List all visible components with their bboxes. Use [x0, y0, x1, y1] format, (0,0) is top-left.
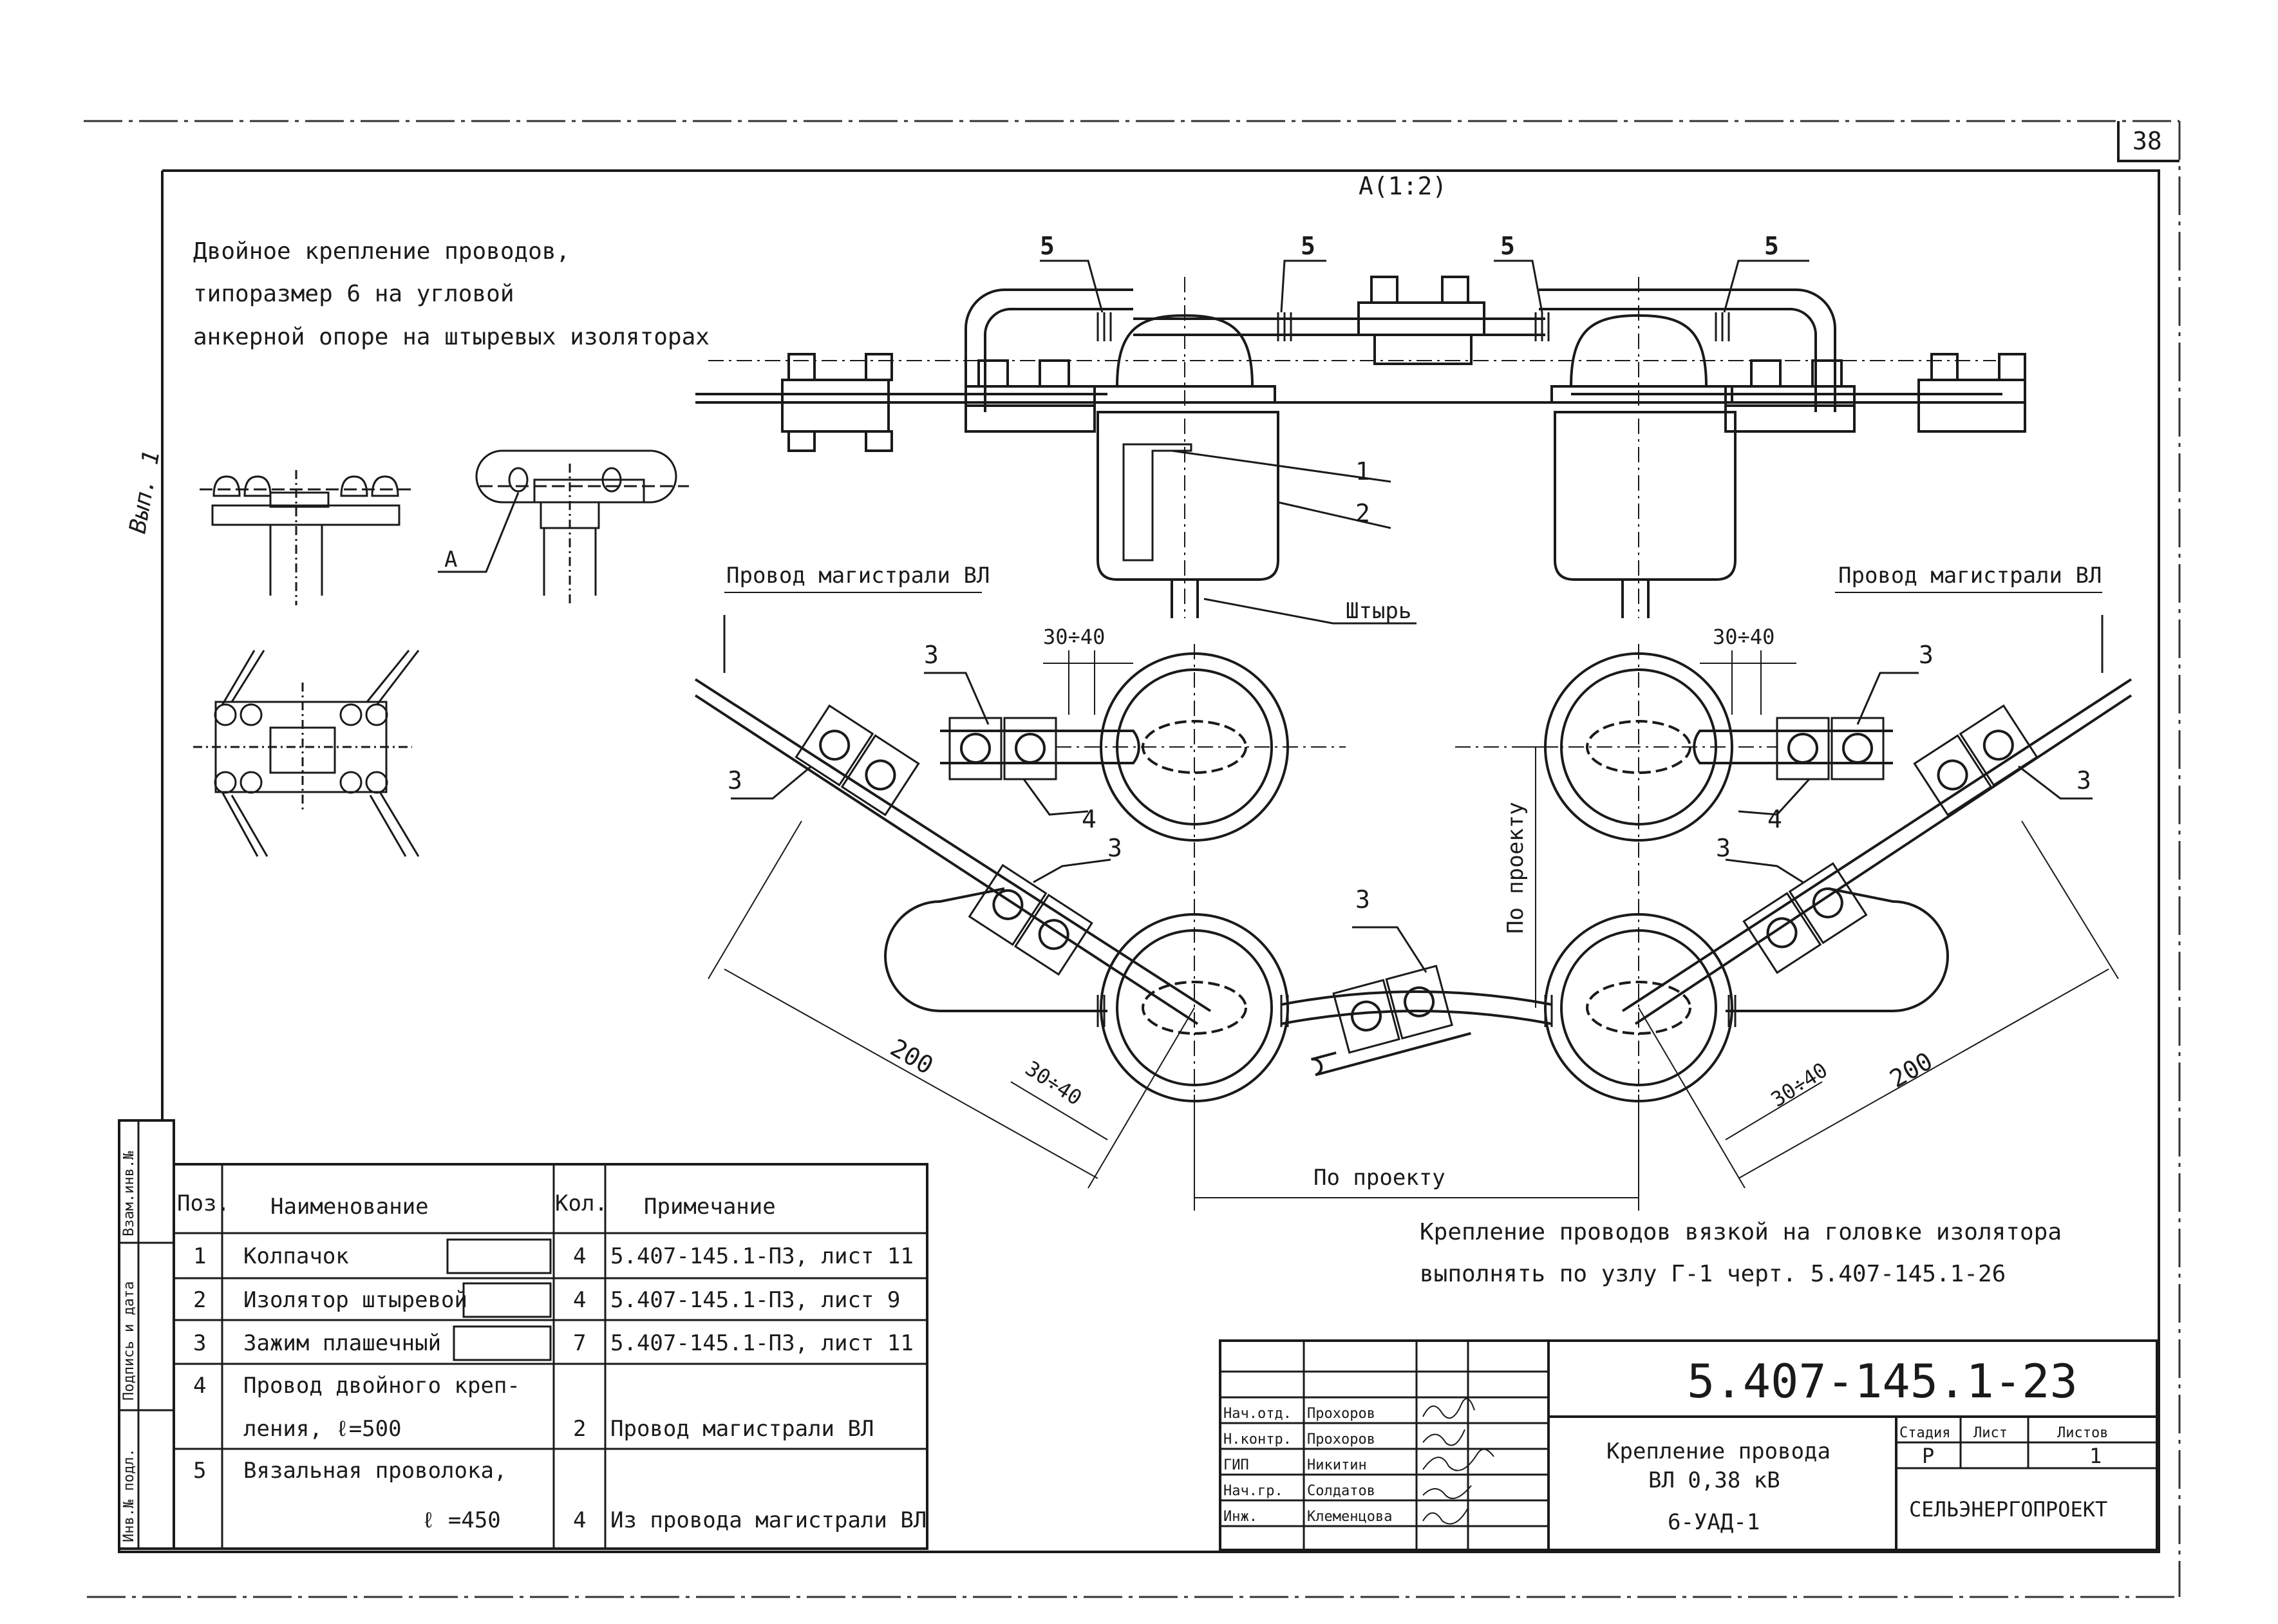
row-3-note: 5.407-145.1-ПЗ, лист 11 — [610, 1330, 914, 1356]
title-note-line-2: типоразмер 6 на угловой — [193, 281, 514, 307]
col-header-name: Наименование — [270, 1194, 429, 1220]
dim-length-right: 200 — [1885, 1046, 1937, 1093]
callout-3-b: 3 — [728, 766, 742, 795]
role-3: ГИП — [1223, 1457, 1249, 1473]
row-5-qty: 4 — [573, 1507, 586, 1533]
dim-length-left: 200 — [886, 1034, 938, 1080]
name-2: Прохоров — [1307, 1431, 1375, 1448]
name-1: Прохоров — [1307, 1406, 1375, 1422]
dim-gap-upper-right: 30÷40 — [1713, 625, 1774, 649]
callout-a: А — [444, 547, 457, 572]
wire-label-left: Провод магистрали ВЛ — [726, 563, 990, 589]
row-5-note: Из провода магистрали ВЛ — [610, 1507, 927, 1533]
row-4-qty: 2 — [573, 1416, 586, 1442]
row-2-qty: 4 — [573, 1287, 586, 1313]
col-header-pos: Поз. — [177, 1191, 230, 1216]
view-title: А(1:2) — [1359, 172, 1447, 200]
bottom-note-line-2: выполнять по узлу Г-1 черт. 5.407-145.1-… — [1420, 1261, 2006, 1287]
callout-3-c: 3 — [1107, 834, 1122, 862]
title-line-2: ВЛ 0,38 кВ — [1648, 1468, 1780, 1493]
title-block — [1219, 1339, 2158, 1551]
row-1-qty: 4 — [573, 1243, 586, 1269]
title-note-line-3: анкерной опоре на штыревых изоляторах — [193, 324, 710, 350]
sheet-header: Лист — [1973, 1425, 2008, 1441]
callout-3-f: 3 — [2076, 766, 2091, 795]
role-2: Н.контр. — [1223, 1431, 1292, 1448]
org-name: СЕЛЬЭНЕРГОПРОЕКТ — [1909, 1497, 2107, 1522]
col-header-qty: Кол. — [555, 1191, 608, 1216]
row-3-name: Зажим плашечный — [243, 1330, 441, 1356]
main-plan — [694, 592, 2132, 1211]
sheets-header: Листов — [2057, 1425, 2108, 1441]
row-4-name-line-1: Провод двойного креп- — [243, 1373, 520, 1399]
name-4: Солдатов — [1307, 1483, 1375, 1499]
dim-gap-lower-right: 30÷40 — [1767, 1057, 1832, 1111]
row-3-pos: 3 — [193, 1330, 206, 1356]
sheets-value: 1 — [2089, 1444, 2102, 1468]
role-4: Нач.гр. — [1223, 1483, 1283, 1499]
row-4-name-line-2: ления, ℓ=500 — [243, 1416, 402, 1442]
role-1: Нач.отд. — [1223, 1406, 1292, 1422]
row-4-note: Провод магистрали ВЛ — [610, 1416, 874, 1442]
title-note: Двойное крепление проводов, типоразмер 6… — [193, 238, 710, 350]
callout-3-a: 3 — [924, 641, 939, 669]
callout-4-a: 4 — [1082, 805, 1097, 833]
trim-lines — [84, 120, 2181, 1598]
callout-5-b: 5 — [1301, 232, 1315, 260]
callout-pin: Штырь — [1346, 598, 1411, 624]
row-1-name: Колпачок — [243, 1243, 349, 1269]
side-label: Вып. 1 — [124, 448, 165, 535]
callout-3-d: 3 — [1355, 885, 1370, 914]
side-stamp-3: Взам.инв.№ — [121, 1151, 137, 1236]
dim-gap-upper-left: 30÷40 — [1043, 625, 1105, 649]
row-4-pos: 4 — [193, 1373, 206, 1399]
dim-gap-lower-left: 30÷40 — [1021, 1056, 1086, 1110]
callout-5-a: 5 — [1040, 232, 1055, 260]
wire-label-right: Провод магистрали ВЛ — [1838, 563, 2102, 589]
row-5-name-line-2: ℓ =450 — [422, 1507, 501, 1533]
title-line-1: Крепление провода — [1606, 1439, 1831, 1464]
row-2-name: Изолятор штыревой — [243, 1287, 467, 1313]
name-3: Никитин — [1307, 1457, 1367, 1473]
row-1-pos: 1 — [193, 1243, 206, 1269]
bottom-note-line-1: Крепление проводов вязкой на головке изо… — [1420, 1219, 2062, 1245]
col-header-note: Примечание — [644, 1194, 776, 1220]
side-stamp-1: Инв.№ подл. — [121, 1448, 137, 1542]
row-5-name-line-1: Вязальная проволока, — [243, 1458, 507, 1484]
doc-code: 5.407-145.1-23 — [1687, 1354, 2078, 1408]
signatures — [1422, 1398, 1494, 1525]
role-5: Инж. — [1223, 1509, 1257, 1525]
callout-5-d: 5 — [1764, 232, 1779, 260]
callout-4-b: 4 — [1767, 805, 1782, 833]
sheet-number: 38 — [2132, 127, 2162, 155]
callout-1: 1 — [1355, 457, 1370, 486]
callout-3-e: 3 — [1919, 641, 1934, 669]
row-5-pos: 5 — [193, 1458, 206, 1484]
dim-by-project-vertical: По проекту — [1503, 802, 1529, 934]
callout-5-c: 5 — [1500, 232, 1515, 260]
overview-sketch — [193, 449, 689, 857]
callout-3-g: 3 — [1716, 834, 1731, 862]
stage-header: Стадия — [1899, 1425, 1950, 1441]
stage-value: Р — [1922, 1444, 1934, 1468]
spec-table — [118, 1119, 928, 1550]
row-3-qty: 7 — [573, 1330, 586, 1356]
row-2-note: 5.407-145.1-ПЗ, лист 9 — [610, 1287, 900, 1313]
row-2-pos: 2 — [193, 1287, 206, 1313]
dim-by-project-horizontal: По проекту — [1313, 1165, 1445, 1191]
title-note-line-1: Двойное крепление проводов, — [193, 238, 570, 265]
callout-2: 2 — [1355, 499, 1370, 527]
main-elevation — [695, 260, 2026, 625]
side-stamp-2: Подпись и дата — [121, 1281, 137, 1401]
row-1-note: 5.407-145.1-ПЗ, лист 11 — [610, 1243, 914, 1269]
name-5: Клеменцова — [1307, 1509, 1392, 1525]
title-line-3: 6-УАД-1 — [1668, 1509, 1760, 1535]
